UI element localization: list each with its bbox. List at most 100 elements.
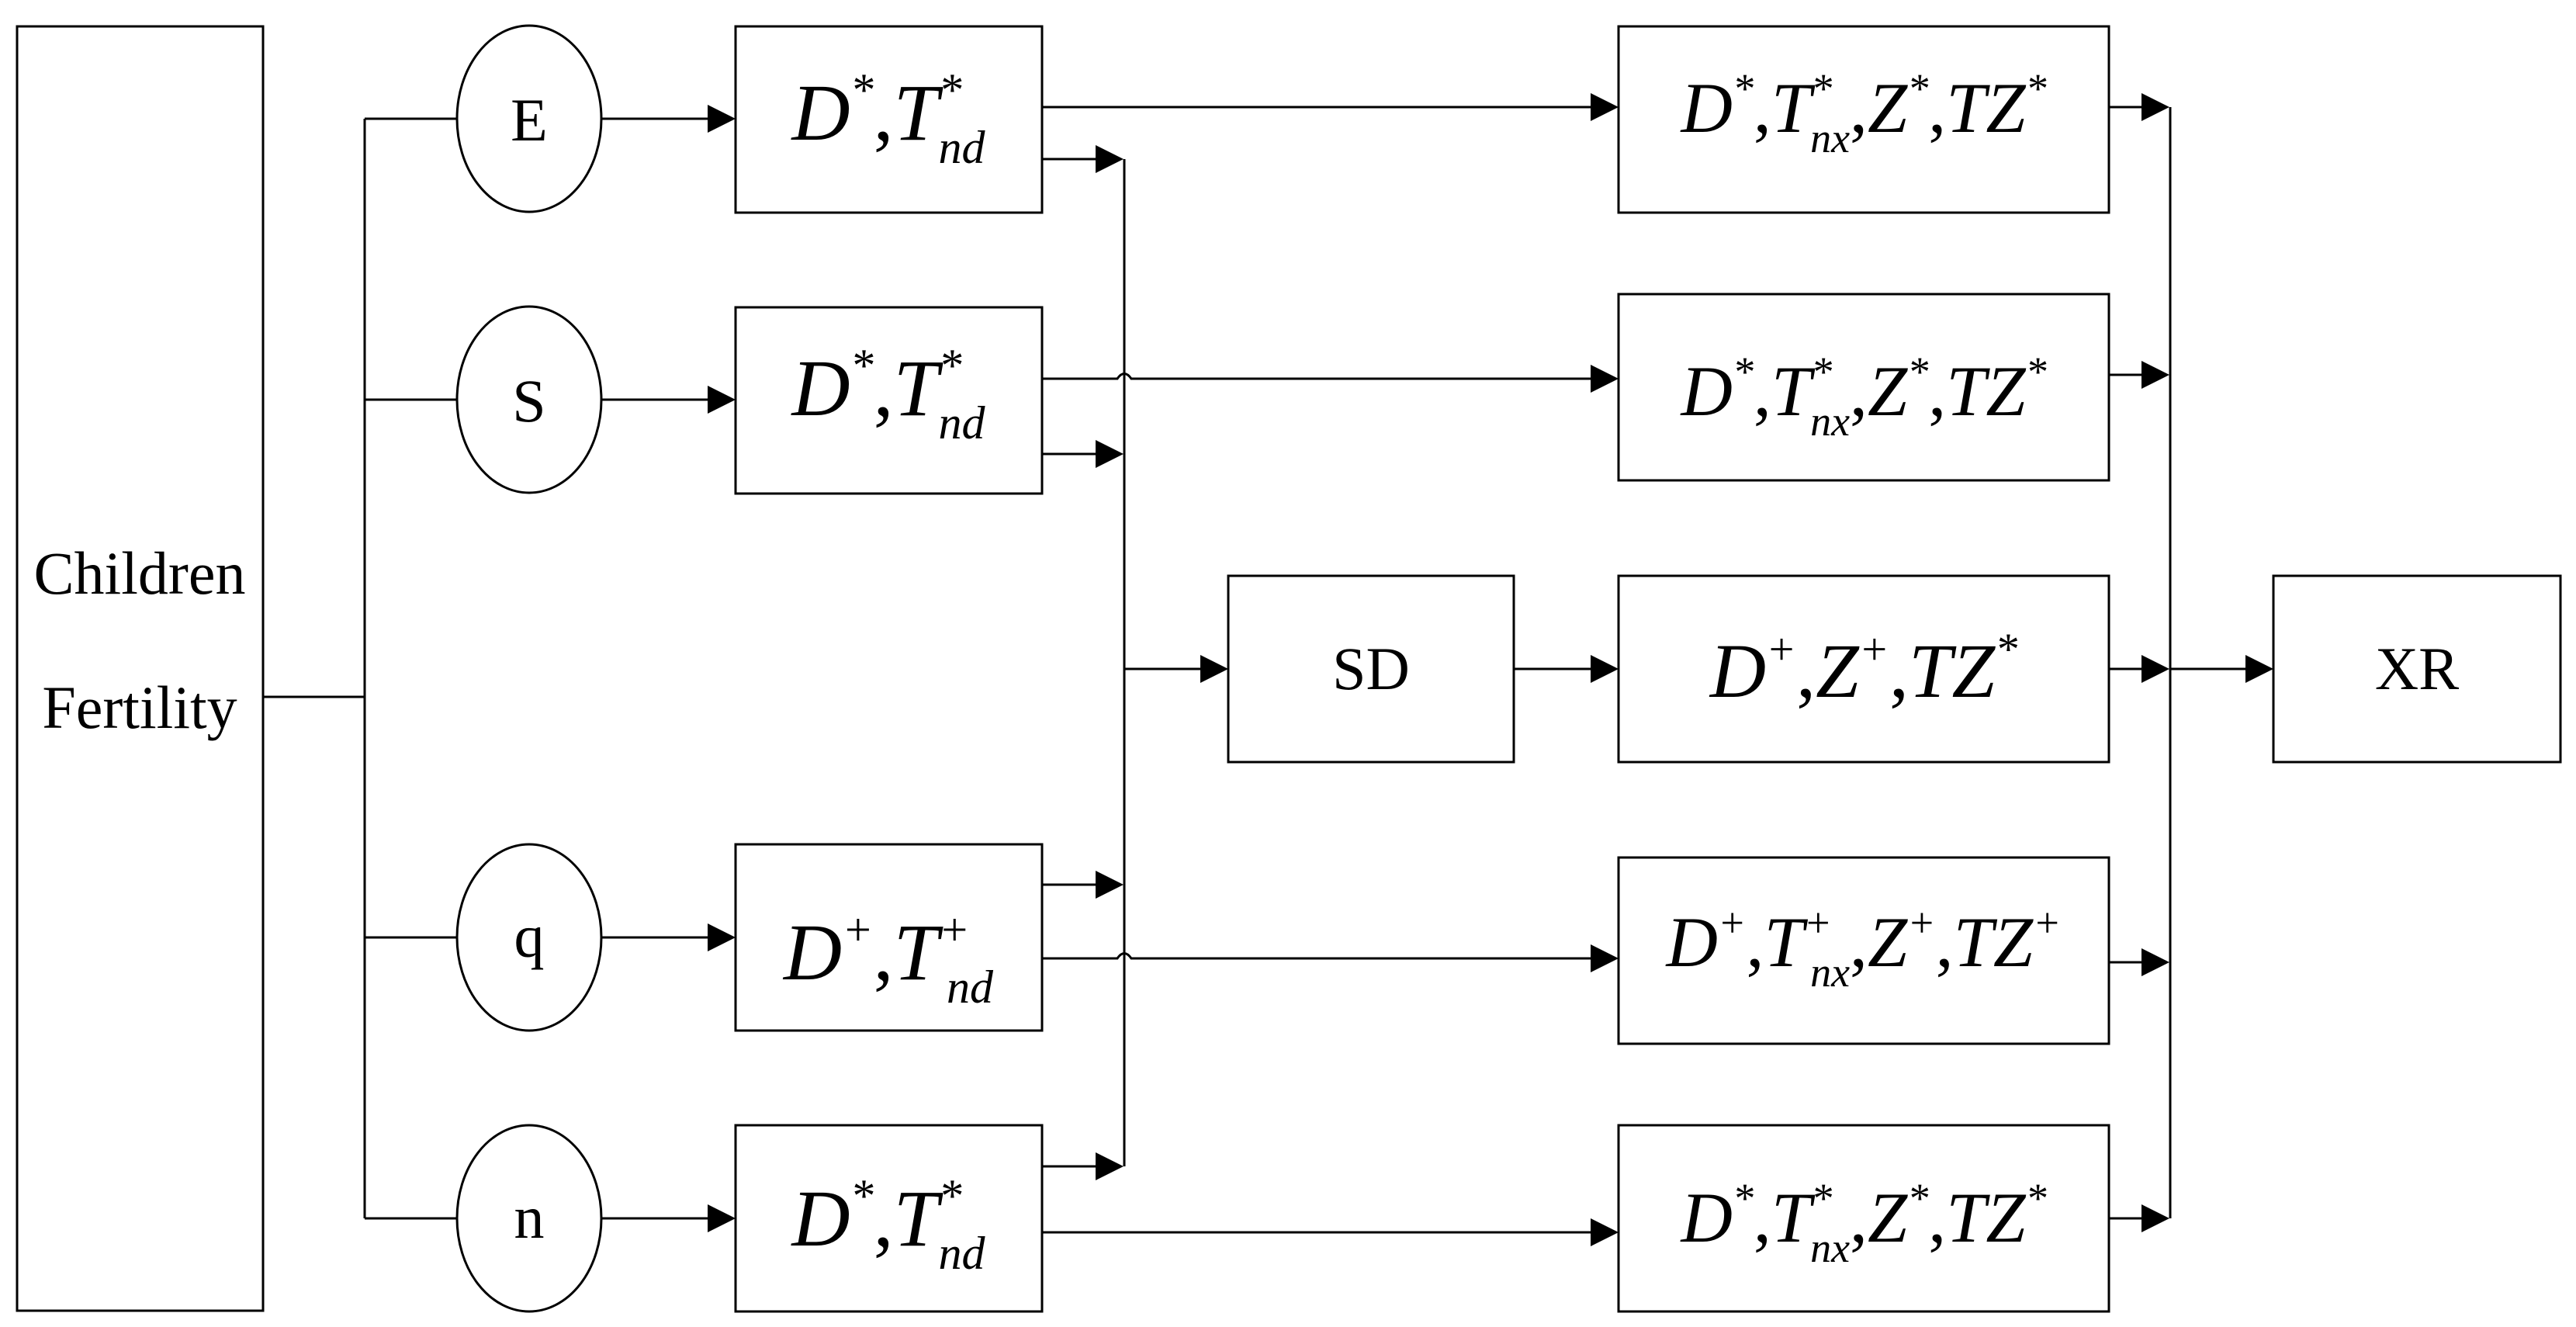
var-d: D	[1679, 68, 1732, 147]
arrowhead	[1200, 655, 1228, 683]
var-tz: TZ	[1946, 352, 2026, 431]
comma: ,	[1754, 68, 1771, 147]
sup-z: +	[1907, 899, 1935, 946]
arrowhead	[2245, 655, 2273, 683]
formula-row5: D*,T*nd	[791, 1170, 986, 1279]
factor-n: n	[455, 1124, 603, 1313]
sup-t: *	[1811, 65, 1832, 112]
var-t: T	[1771, 1178, 1816, 1257]
sup-z: +	[1859, 624, 1889, 674]
var-z: Z	[1868, 1178, 1908, 1257]
arrowhead	[708, 386, 736, 414]
sup-t: *	[938, 340, 961, 391]
sup-d: *	[1733, 1175, 1754, 1221]
formula-output-row3: D+,Z+,TZ*	[1709, 624, 2017, 714]
sup-tz: *	[2026, 1175, 2047, 1221]
sup-d: *	[850, 1170, 874, 1221]
comma: ,	[1850, 903, 1868, 982]
var-tz: TZ	[1946, 68, 2026, 147]
var-tz: TZ	[1954, 903, 2034, 982]
comma: ,	[1754, 1178, 1771, 1257]
var-z: Z	[1816, 628, 1860, 714]
var-t: T	[894, 1174, 943, 1263]
formula-row4: D+,T+nd	[782, 904, 994, 1013]
comma: ,	[1889, 628, 1909, 714]
comma: ,	[1928, 1178, 1946, 1257]
var-tz: TZ	[1946, 1178, 2026, 1257]
comma: ,	[1928, 352, 1946, 431]
var-t: T	[894, 908, 943, 997]
connectors	[263, 93, 2273, 1246]
sup-d: +	[1718, 899, 1746, 946]
sup-d: *	[1733, 65, 1754, 112]
arrowhead	[2141, 655, 2169, 683]
sup-tz: *	[2026, 348, 2047, 395]
sup-tz: +	[2033, 899, 2061, 946]
output-box-row2: D*,T*nx,Z*,TZ*	[1617, 293, 2110, 482]
sup-d: *	[850, 64, 874, 116]
sup-z: *	[1907, 65, 1928, 112]
sup-d: +	[1766, 624, 1796, 674]
formula-output-row1: D*,T*nx,Z*,TZ*	[1679, 65, 2046, 161]
sup-d: *	[850, 340, 874, 391]
output-box-row1: D*,T*nx,Z*,TZ*	[1617, 25, 2110, 214]
comma: ,	[874, 344, 894, 433]
var-tz: TZ	[1909, 628, 1996, 714]
var-d: D	[782, 908, 842, 997]
comma: ,	[1850, 68, 1868, 147]
arrowhead	[708, 1204, 736, 1232]
arrowhead	[708, 105, 736, 133]
arrowhead	[1096, 145, 1124, 173]
sub-t: nx	[1810, 1225, 1850, 1271]
arrowhead	[2141, 1204, 2169, 1232]
var-t: T	[894, 68, 943, 158]
arrowhead	[1591, 655, 1619, 683]
var-d: D	[1679, 352, 1732, 431]
factor-q-label: q	[514, 903, 545, 970]
factor-s-label: S	[512, 367, 545, 435]
sd-label: SD	[1332, 635, 1410, 702]
factor-n-label: n	[514, 1183, 545, 1251]
sub-t: nd	[938, 1228, 985, 1279]
sup-t: *	[1811, 348, 1832, 395]
factor-s: S	[455, 305, 603, 494]
formula-output-row2: D*,T*nx,Z*,TZ*	[1679, 348, 2046, 445]
var-d: D	[791, 1174, 850, 1263]
sub-t: nx	[1810, 949, 1850, 996]
var-z: Z	[1868, 903, 1908, 982]
sup-tz: *	[2026, 65, 2047, 112]
sup-d: +	[842, 904, 874, 955]
var-d: D	[1665, 903, 1718, 982]
comma: ,	[1796, 628, 1816, 714]
source-label-line1: Children	[34, 539, 246, 607]
sub-t: nd	[947, 961, 994, 1013]
comma: ,	[874, 1174, 894, 1263]
source-box: Children Fertility	[16, 25, 265, 1312]
arrowhead	[1591, 944, 1619, 972]
middle-box-row4: D+,T+nd	[734, 843, 1044, 1032]
comma: ,	[874, 68, 894, 158]
middle-box-row1: D*,T*nd	[734, 25, 1044, 214]
arrowhead	[2141, 948, 2169, 976]
comma: ,	[874, 908, 894, 997]
sup-d: *	[1733, 348, 1754, 395]
sup-t: *	[938, 64, 961, 116]
sup-z: *	[1907, 1175, 1928, 1221]
comma: ,	[1746, 903, 1764, 982]
formula-row1: D*,T*nd	[791, 64, 986, 173]
var-d: D	[791, 344, 850, 433]
sup-t: *	[938, 1170, 961, 1221]
sup-tz: *	[1995, 624, 2017, 674]
factor-q: q	[455, 843, 603, 1032]
arrowhead	[2141, 361, 2169, 389]
var-z: Z	[1868, 352, 1908, 431]
sup-t: *	[1811, 1175, 1832, 1221]
factor-e-label: E	[511, 86, 548, 154]
arrowhead	[1096, 440, 1124, 468]
comma: ,	[1928, 68, 1946, 147]
var-t: T	[1764, 903, 1808, 982]
sd-box: SD	[1227, 574, 1515, 764]
arrowhead	[1096, 871, 1124, 899]
var-d: D	[1679, 1178, 1732, 1257]
